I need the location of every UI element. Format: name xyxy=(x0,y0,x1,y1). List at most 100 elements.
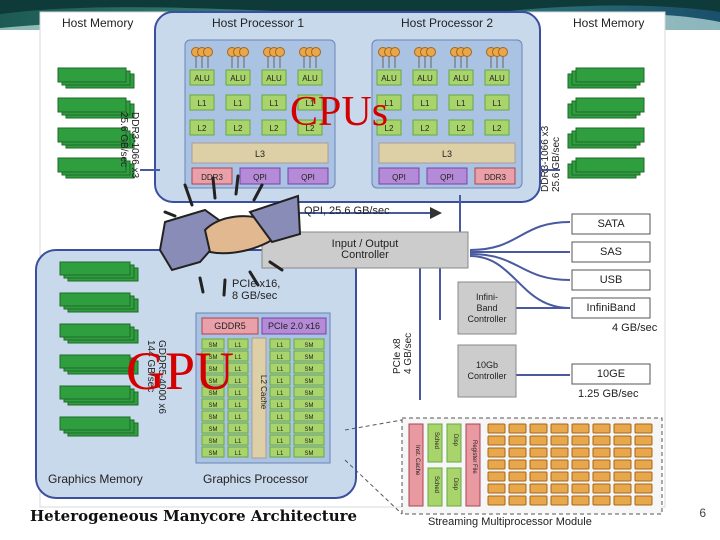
l1-label: L1 xyxy=(493,99,502,108)
gpu-l1-label: L1 xyxy=(277,427,284,433)
core-block xyxy=(571,423,590,434)
pin-icon xyxy=(311,47,321,57)
gpu-sm-label: SM xyxy=(209,367,218,373)
core-block xyxy=(634,471,653,482)
core-block xyxy=(571,459,590,470)
sched-box-2 xyxy=(427,467,443,507)
alu-box xyxy=(412,69,438,86)
disp-label-1: Disp xyxy=(452,434,458,447)
gpu-sm-block xyxy=(201,386,225,398)
l2-label: L2 xyxy=(421,124,430,133)
qpi-label-2b: QPI xyxy=(440,173,454,182)
gpu-l1-block xyxy=(227,386,249,398)
tenge-label: 10GE xyxy=(596,367,626,380)
core-block xyxy=(550,423,569,434)
gpu-l1-block xyxy=(227,350,249,362)
gpu-sm-label: SM xyxy=(305,439,314,445)
gpu-l1-block xyxy=(227,362,249,374)
gpu-l1-block xyxy=(269,434,291,446)
l1-label: L1 xyxy=(198,99,207,108)
slide-caption: Heterogeneous Manycore Architecture xyxy=(30,507,358,525)
disp-label-2: Disp xyxy=(452,478,458,491)
alu-label: ALU xyxy=(266,74,282,83)
core-block xyxy=(508,495,527,506)
gpu-l1-block xyxy=(269,338,291,350)
l2-label: L2 xyxy=(385,124,394,133)
l3-label-2: L3 xyxy=(442,149,452,159)
pin-icon xyxy=(203,47,213,57)
alu-box xyxy=(484,69,510,86)
gpu-l1-block xyxy=(269,446,291,458)
l1-box xyxy=(189,94,215,111)
l3-label-1: L3 xyxy=(255,149,265,159)
l2-label: L2 xyxy=(306,124,315,133)
core-block xyxy=(571,495,590,506)
core-block xyxy=(487,423,506,434)
l2-box xyxy=(189,119,215,136)
alu-label: ALU xyxy=(194,74,210,83)
cpus-overlay-text: CPUs xyxy=(290,89,389,135)
l1-box xyxy=(376,94,402,111)
core-block xyxy=(634,495,653,506)
host-processor-2-label: Host Processor 2 xyxy=(401,16,494,30)
core-block xyxy=(571,471,590,482)
core-block xyxy=(634,423,653,434)
gpu-l1-block xyxy=(227,446,249,458)
core-block xyxy=(613,471,632,482)
gpu-l1-block xyxy=(269,422,291,434)
gpu-sm-label: SM xyxy=(305,427,314,433)
host-memory-right-sticks xyxy=(567,67,645,179)
gpu-l1-label: L1 xyxy=(235,379,242,385)
gpu-l1-block xyxy=(269,374,291,386)
core-block xyxy=(529,423,548,434)
core-block xyxy=(592,423,611,434)
core-block xyxy=(550,435,569,446)
sas-label: SAS xyxy=(599,245,622,258)
handshake-clipart xyxy=(158,174,302,297)
gpu-sm-label: SM xyxy=(305,367,314,373)
core-block xyxy=(613,495,632,506)
core-block xyxy=(508,435,527,446)
core-block xyxy=(592,435,611,446)
gpu-l2-cache-bar xyxy=(251,337,267,459)
gpu-sm-block xyxy=(293,362,325,374)
pin-icon xyxy=(239,47,249,57)
gpu-sm-block xyxy=(201,338,225,350)
l1-label: L1 xyxy=(306,99,315,108)
gpu-l1-label: L1 xyxy=(235,427,242,433)
l1-box xyxy=(225,94,251,111)
gpu-sm-label: SM xyxy=(305,355,314,361)
gpu-sm-block xyxy=(293,410,325,422)
memory-stick xyxy=(59,385,131,400)
core-block xyxy=(634,435,653,446)
sm-core-grid xyxy=(487,423,653,506)
register-file-label: Register File xyxy=(471,440,477,474)
gpu-sm-block xyxy=(293,422,325,434)
inst-cache-label: Inst. Cache xyxy=(414,445,420,476)
l1-label: L1 xyxy=(457,99,466,108)
alu-label: ALU xyxy=(417,74,433,83)
qpi-link-label: QPI, 25.6 GB/sec xyxy=(304,205,390,217)
core-block xyxy=(571,435,590,446)
ddr3-label-1: DDR3 xyxy=(201,173,223,182)
core-block xyxy=(487,495,506,506)
gpu-sm-label: SM xyxy=(209,427,218,433)
pin-icon xyxy=(426,47,436,57)
memory-stick xyxy=(57,157,127,173)
tengb-controller-label: 10Gb Controller xyxy=(467,360,507,381)
alu-box xyxy=(448,69,474,86)
l3-bar-1 xyxy=(191,142,329,164)
sched-box-1 xyxy=(427,423,443,463)
core-block xyxy=(571,483,590,494)
sched-label-1: Sched xyxy=(433,432,439,450)
gpu-sm-label: SM xyxy=(209,391,218,397)
memory-stick xyxy=(575,67,645,83)
memory-stick xyxy=(57,127,127,143)
core-block xyxy=(529,459,548,470)
pin-icon xyxy=(390,47,400,57)
gpu-l1-block xyxy=(227,434,249,446)
tengb-controller-box xyxy=(457,344,517,398)
alu-box xyxy=(261,69,287,86)
